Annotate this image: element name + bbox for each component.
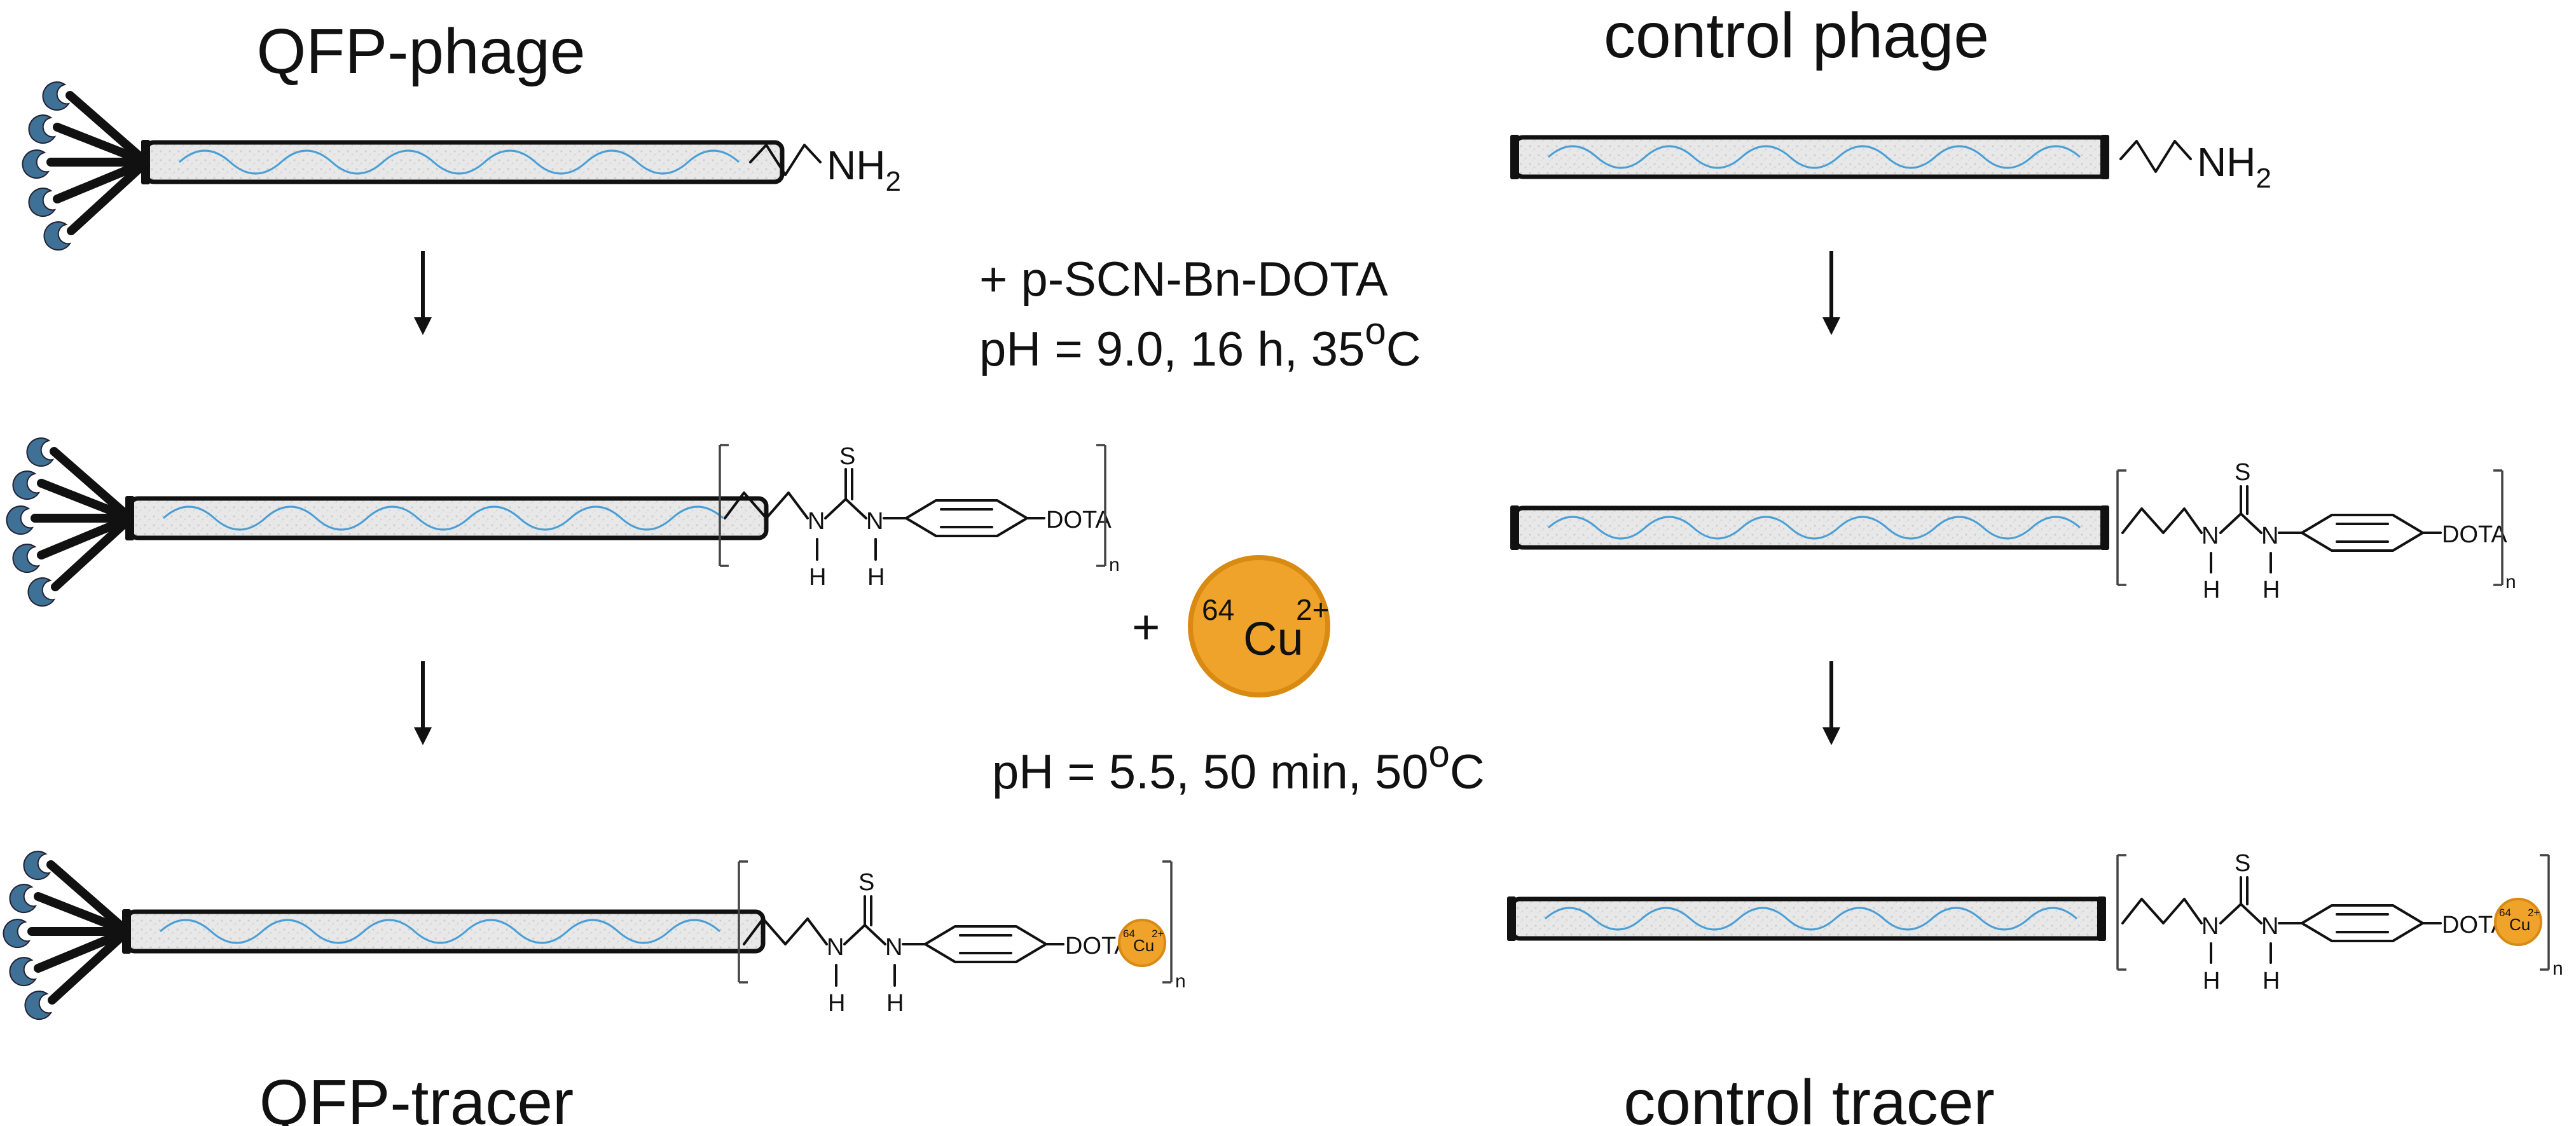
reaction-arrow: [1822, 661, 1840, 745]
s-atom: S: [839, 443, 855, 470]
n-atom: N: [808, 508, 825, 535]
control-tracer-construct: N H S N H DOTA 64 Cu 2+ n: [1507, 850, 2563, 994]
n-atom: N: [885, 934, 902, 961]
step2-conditions: pH = 5.5, 50 min, 50oC: [992, 732, 1485, 799]
h-atom: H: [2203, 577, 2220, 603]
copper-mass-number: 64: [1202, 593, 1234, 626]
title-control-tracer: control tracer: [1623, 1067, 1995, 1126]
s-atom: S: [858, 869, 874, 896]
phage-capsid: [1510, 505, 2109, 550]
copper-symbol: Cu: [1133, 936, 1154, 955]
n-atom: N: [866, 508, 883, 535]
copper-charge: 2+: [1152, 928, 1164, 940]
copper-mass-number: 64: [1123, 928, 1135, 940]
s-atom: S: [2235, 459, 2250, 486]
n-atom: N: [2261, 523, 2278, 549]
step2-plus: +: [1132, 600, 1160, 654]
n-atom: N: [827, 934, 844, 961]
phage-capsid: [1510, 135, 2109, 179]
phage-capsid: [141, 140, 782, 184]
targeting-protein-icon: [6, 438, 130, 606]
benzene-ring-icon: [2301, 514, 2424, 552]
dota-label: DOTA: [2442, 521, 2507, 548]
phage-capsid: [125, 496, 766, 540]
n-atom: N: [2201, 523, 2219, 549]
copper-mass-number: 64: [2499, 907, 2511, 919]
dota-label: DOTA: [1046, 507, 1112, 533]
repeat-index: n: [1175, 971, 1186, 992]
qfp-phage-row: NH2: [22, 82, 901, 250]
n-atom: N: [2201, 913, 2219, 940]
h-atom: H: [809, 564, 826, 591]
qfp-tracer-construct: N H S N H DOTA 64 Cu 2+ n: [3, 851, 1186, 1019]
step1-conditions: pH = 9.0, 16 h, 35oC: [979, 310, 1421, 376]
control-phage-row: NH2: [1510, 135, 2271, 194]
copper-ion-icon: 64 Cu 2+: [1118, 919, 1166, 967]
h-atom: H: [867, 564, 885, 591]
s-atom: S: [2235, 850, 2250, 877]
amine-group: NH2: [2197, 139, 2271, 194]
copper-charge: 2+: [2528, 907, 2540, 919]
title-qfp-phage: QFP-phage: [257, 16, 586, 87]
control-dota-conjugate: N H S N H DOTA n: [1510, 459, 2516, 603]
h-atom: H: [2263, 968, 2280, 994]
h-atom: H: [2203, 968, 2220, 994]
h-atom: H: [886, 990, 904, 1017]
h-atom: H: [828, 990, 845, 1017]
repeat-index: n: [2505, 572, 2516, 593]
benzene-ring-icon: [924, 925, 1047, 963]
phage-capsid: [1507, 896, 2106, 941]
repeat-index: n: [1109, 554, 1120, 575]
targeting-protein-icon: [3, 851, 127, 1019]
title-qfp-tracer: QFP-tracer: [259, 1067, 574, 1126]
qfp-dota-conjugate: N H S N H DOTA n: [6, 438, 1120, 606]
copper-ion-icon: 64 Cu 2+: [2494, 898, 2542, 946]
reaction-arrow: [414, 251, 432, 335]
amine-group: NH2: [827, 142, 901, 197]
copper-symbol: Cu: [2509, 915, 2530, 934]
copper-symbol: Cu: [1243, 612, 1304, 665]
repeat-index: n: [2552, 958, 2563, 979]
copper-charge: 2+: [1296, 593, 1329, 626]
targeting-protein-icon: [22, 82, 146, 250]
n-atom: N: [2261, 913, 2278, 940]
benzene-ring-icon: [905, 499, 1028, 537]
benzene-ring-icon: [2301, 904, 2424, 942]
step1-reagent: + p-SCN-Bn-DOTA: [979, 252, 1388, 306]
title-control-phage: control phage: [1604, 0, 1989, 71]
reaction-arrow: [414, 661, 432, 745]
copper-ion-icon: 64 Cu 2+: [1188, 555, 1330, 697]
h-atom: H: [2263, 577, 2280, 603]
reaction-arrow: [1822, 251, 1840, 335]
phage-capsid: [122, 909, 763, 954]
